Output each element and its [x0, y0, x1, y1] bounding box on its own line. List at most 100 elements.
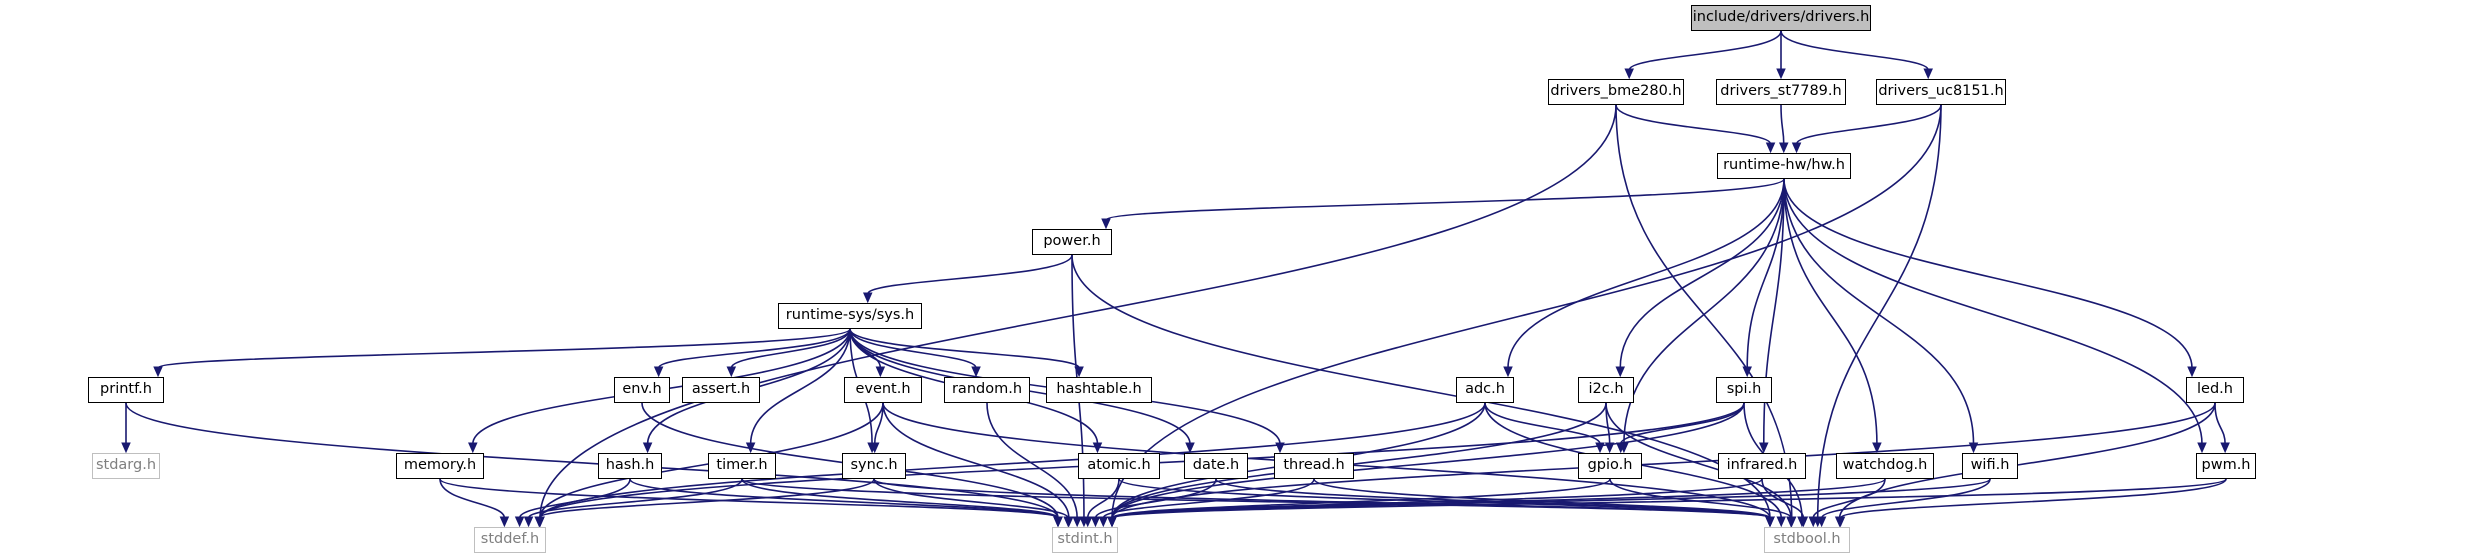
arrowhead-wifi-h-to-stdbool-h [1816, 516, 1827, 528]
node-wifi-h[interactable]: wifi.h [1962, 453, 2018, 479]
node-printf-h[interactable]: printf.h [88, 377, 164, 403]
arrowhead-runtime-hw-hw-h-to-infrared-h [1758, 442, 1769, 454]
node-spi-h[interactable]: spi.h [1716, 377, 1772, 403]
arrowhead-runtime-sys-sys-h-to-date-h [1185, 442, 1195, 454]
edge-runtime-sys-sys-h-to-assert-h [730, 328, 851, 369]
arrowhead-runtime-hw-hw-h-to-power-h [1101, 218, 1111, 230]
node-assert-h[interactable]: assert.h [682, 377, 760, 403]
node-power-h[interactable]: power.h [1032, 229, 1112, 255]
arrowhead-event-h-to-sync-h [869, 442, 880, 454]
edge-timer-h-to-stdint-h [741, 478, 1059, 519]
edge-runtime-hw-hw-h-to-pwm-h [1783, 178, 2203, 445]
node-random-h[interactable]: random.h [944, 377, 1030, 403]
arrowhead-runtime-hw-hw-h-to-spi-h [1742, 366, 1752, 378]
edge-runtime-sys-sys-h-to-random-h [849, 328, 977, 369]
edge-runtime-sys-sys-h-to-env-h [657, 328, 851, 369]
arrowhead-runtime-sys-sys-h-to-assert-h [726, 366, 737, 378]
arrowhead-sync-h-to-stddef-h [534, 516, 544, 528]
arrowhead-drivers-h-to-drivers-uc8151-h [1923, 68, 1933, 80]
arrowhead-drivers-st7789-h-to-runtime-hw-hw-h [1778, 142, 1789, 154]
node-memory-h[interactable]: memory.h [396, 453, 484, 479]
arrowhead-timer-h-to-stdint-h [1053, 516, 1063, 528]
arrowhead-runtime-sys-sys-h-to-random-h [971, 366, 981, 378]
edge-runtime-sys-sys-h-to-timer-h [749, 328, 851, 445]
edge-runtime-hw-hw-h-to-power-h [1105, 178, 1785, 221]
edge-hash-h-to-stdint-h [629, 478, 1059, 519]
node-stdbool-h: stdbool.h [1764, 527, 1850, 553]
node-thread-h[interactable]: thread.h [1274, 453, 1354, 479]
edge-drivers-uc8151-h-to-runtime-hw-hw-h [1795, 104, 1942, 145]
node-sync-h[interactable]: sync.h [842, 453, 906, 479]
node-hashtable-h[interactable]: hashtable.h [1046, 377, 1152, 403]
edge-runtime-sys-sys-h-to-hashtable-h [849, 328, 1080, 369]
edge-runtime-hw-hw-h-to-watchdog-h [1783, 178, 1878, 445]
edge-timer-h-to-stddef-h [527, 478, 743, 519]
arrowhead-gpio-h-to-stdbool-h [1786, 516, 1797, 528]
node-led-h[interactable]: led.h [2186, 377, 2244, 403]
edge-thread-h-to-stdint-h [1102, 478, 1315, 519]
node-i2c-h[interactable]: i2c.h [1578, 377, 1634, 403]
node-watchdog-h[interactable]: watchdog.h [1836, 453, 1934, 479]
arrowhead-pwm-h-to-stdint-h [1107, 516, 1117, 528]
edge-memory-h-to-stdint-h [439, 478, 1059, 519]
node-event-h[interactable]: event.h [844, 377, 922, 403]
arrowhead-runtime-sys-sys-h-to-env-h [653, 366, 664, 378]
arrowhead-power-h-to-runtime-sys-sys-h [862, 292, 873, 304]
node-atomic-h[interactable]: atomic.h [1078, 453, 1160, 479]
arrowhead-drivers-uc8151-h-to-runtime-hw-hw-h [1791, 142, 1802, 154]
arrowhead-runtime-hw-hw-h-to-led-h [2187, 366, 2197, 378]
arrowhead-drivers-bme280-h-to-runtime-hw-hw-h [1765, 142, 1776, 154]
node-stddef-h: stddef.h [474, 527, 546, 553]
node-timer-h[interactable]: timer.h [708, 453, 776, 479]
edge-runtime-hw-hw-h-to-led-h [1783, 178, 2193, 369]
edge-printf-h-to-stdint-h [125, 402, 1059, 519]
edge-runtime-hw-hw-h-to-i2c-h [1619, 178, 1785, 369]
node-date-h[interactable]: date.h [1184, 453, 1248, 479]
dependency-edges [121, 30, 2230, 528]
node-runtime-hw-hw-h[interactable]: runtime-hw/hw.h [1717, 153, 1851, 179]
arrowhead-runtime-sys-sys-h-to-hash-h [642, 442, 653, 454]
edge-infrared-h-to-stdbool-h [1761, 478, 1805, 519]
edge-watchdog-h-to-stdbool-h [1812, 478, 1886, 519]
node-runtime-sys-sys-h[interactable]: runtime-sys/sys.h [778, 303, 922, 329]
node-drivers-bme280-h[interactable]: drivers_bme280.h [1548, 79, 1684, 105]
arrowhead-led-h-to-pwm-h [2220, 442, 2230, 454]
node-drivers-uc8151-h[interactable]: drivers_uc8151.h [1876, 79, 2006, 105]
node-env-h[interactable]: env.h [614, 377, 670, 403]
arrowhead-runtime-hw-hw-h-to-adc-h [1503, 366, 1513, 378]
arrowhead-thread-h-to-stdint-h [1098, 516, 1109, 528]
arrowhead-watchdog-h-to-stdbool-h [1808, 516, 1819, 528]
edge-runtime-hw-hw-h-to-wifi-h [1783, 178, 1975, 445]
arrowhead-adc-h-to-gpio-h [1595, 442, 1605, 454]
arrowhead-printf-h-to-stdarg-h [121, 442, 131, 454]
arrowhead-adc-h-to-stdbool-h [1776, 516, 1787, 528]
arrowhead-infrared-h-to-stdbool-h [1798, 516, 1809, 528]
edge-power-h-to-runtime-sys-sys-h [866, 254, 1073, 295]
edge-sync-h-to-stdint-h [873, 478, 1069, 519]
edge-runtime-hw-hw-h-to-adc-h [1507, 178, 1785, 369]
edge-drivers-h-to-drivers-uc8151-h [1780, 30, 1929, 71]
arrowhead-runtime-hw-hw-h-to-i2c-h [1615, 366, 1626, 378]
arrowhead-hash-h-to-stddef-h [514, 516, 525, 528]
arrowhead-date-h-to-stdint-h [1090, 516, 1101, 528]
node-drivers-h[interactable]: include/drivers/drivers.h [1691, 5, 1871, 31]
node-drivers-st7789-h[interactable]: drivers_st7789.h [1716, 79, 1846, 105]
node-pwm-h[interactable]: pwm.h [2196, 453, 2256, 479]
edge-pwm-h-to-stdbool-h [1839, 478, 2227, 519]
node-gpio-h[interactable]: gpio.h [1578, 453, 1642, 479]
edge-spi-h-to-gpio-h [1619, 402, 1745, 445]
edge-drivers-bme280-h-to-stddef-h [539, 104, 1617, 519]
edge-led-h-to-pwm-h [2214, 402, 2226, 445]
edge-sync-h-to-stddef-h [538, 478, 875, 519]
arrowhead-drivers-h-to-drivers-bme280-h [1624, 68, 1634, 80]
edge-pwm-h-to-stdint-h [1111, 478, 2227, 519]
node-adc-h[interactable]: adc.h [1456, 377, 1514, 403]
edge-drivers-h-to-drivers-bme280-h [1628, 30, 1782, 71]
edge-date-h-to-stdint-h [1094, 478, 1217, 519]
arrowhead-random-h-to-stdint-h [1072, 516, 1082, 528]
node-infrared-h[interactable]: infrared.h [1718, 453, 1806, 479]
edge-atomic-h-to-stdint-h [1086, 478, 1120, 519]
edge-runtime-sys-sys-h-to-printf-h [157, 328, 851, 369]
node-hash-h[interactable]: hash.h [598, 453, 662, 479]
arrowhead-drivers-h-to-drivers-st7789-h [1776, 68, 1786, 80]
